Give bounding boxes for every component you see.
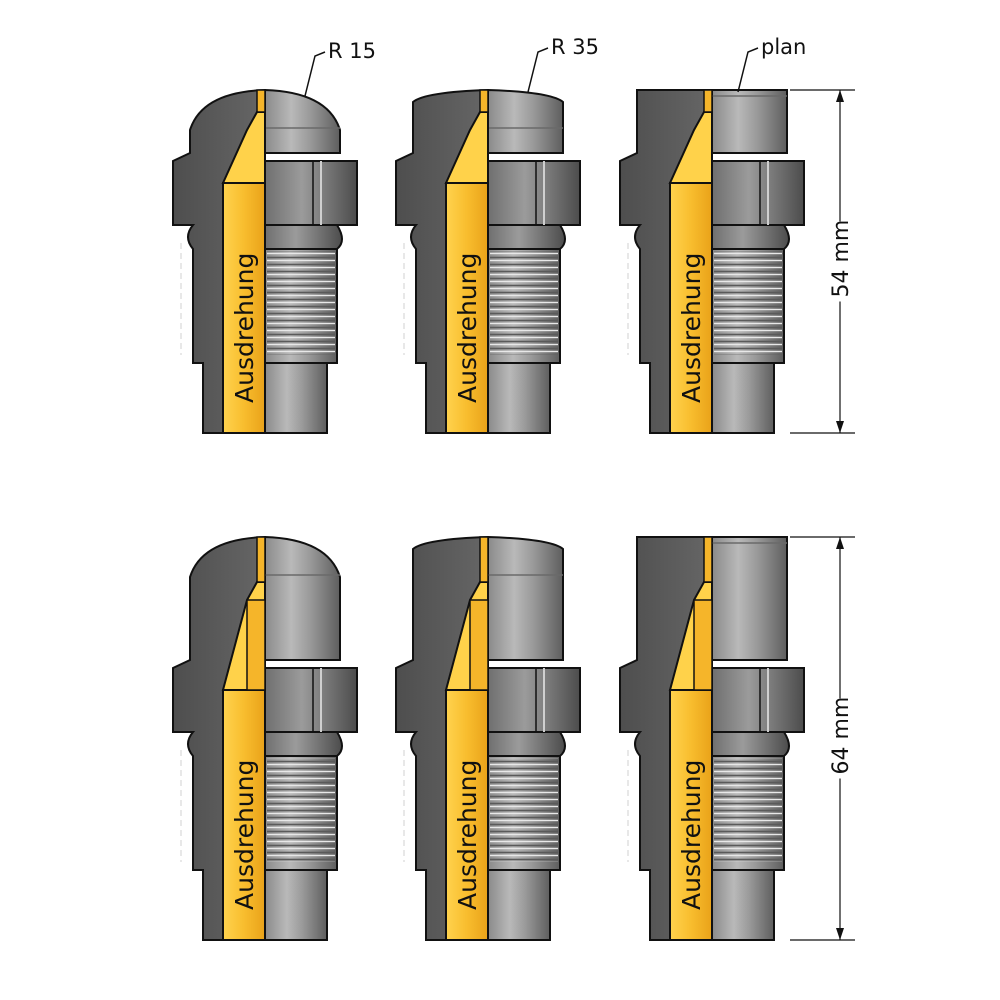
- hex-body: [711, 160, 805, 226]
- label-bg: [828, 221, 852, 302]
- callout-flat: plan: [737, 35, 806, 93]
- exterior-view: [487, 535, 581, 941]
- label-bg: [828, 698, 852, 779]
- hex-body: [487, 160, 581, 226]
- hex-body: [264, 160, 358, 226]
- bore-pilot: [703, 536, 713, 583]
- tail-cylinder: [264, 362, 328, 434]
- leader-line: [737, 47, 759, 93]
- neck-groove: [264, 731, 343, 757]
- leader-line: [304, 51, 326, 97]
- hex-body: [711, 667, 805, 733]
- fitting-short-flat: Ausdrehung plan: [619, 35, 806, 434]
- bore-section: Ausdrehung: [444, 89, 489, 434]
- head-body: [711, 89, 788, 154]
- neck-groove: [487, 731, 566, 757]
- fitting-short-r15: Ausdrehung R 15: [172, 39, 376, 434]
- hex-body: [264, 667, 358, 733]
- bore-section: Ausdrehung: [668, 536, 713, 941]
- arrow-top: [836, 90, 844, 102]
- bore-pilot: [256, 89, 266, 113]
- tail-cylinder: [487, 362, 551, 434]
- callout-label: R 35: [551, 35, 599, 59]
- bore-counterbore: [669, 689, 713, 941]
- fitting-long-r15: Ausdrehung: [172, 535, 358, 941]
- bore-label: Ausdrehung: [453, 253, 482, 403]
- bore-step: [469, 599, 489, 691]
- thread-grooves: [267, 251, 335, 355]
- fitting-short-r35: Ausdrehung R 35: [395, 35, 599, 434]
- bore-pilot: [703, 89, 713, 113]
- bore-counterbore: [222, 689, 266, 941]
- fitting-long-r35: Ausdrehung: [395, 535, 581, 941]
- head-body: [264, 88, 341, 154]
- arrow-bottom: [836, 928, 844, 940]
- bore-counterbore: [445, 689, 489, 941]
- exterior-view: [711, 89, 805, 434]
- bore-pilot: [256, 536, 266, 583]
- bore-section: Ausdrehung: [444, 536, 489, 941]
- leader-line: [527, 47, 549, 93]
- dimension-54: 54 mm: [790, 89, 855, 434]
- callout-r15: R 15: [304, 39, 376, 97]
- bore-step: [246, 599, 266, 691]
- thread-grooves: [714, 251, 782, 355]
- neck-groove: [711, 731, 790, 757]
- head-body: [487, 535, 564, 661]
- bore-step: [693, 599, 713, 691]
- head-body: [711, 536, 788, 661]
- exterior-view: [264, 88, 358, 434]
- tail-cylinder: [487, 869, 551, 941]
- arrow-bottom: [836, 421, 844, 433]
- callout-r35: R 35: [527, 35, 599, 93]
- bore-label: Ausdrehung: [230, 253, 259, 403]
- bore-label: Ausdrehung: [677, 253, 706, 403]
- bore-counterbore: [669, 182, 713, 434]
- bore-pilot: [479, 536, 489, 583]
- callout-label: R 15: [328, 39, 376, 63]
- exterior-view: [711, 536, 805, 941]
- neck-groove: [487, 224, 566, 250]
- callout-label: plan: [761, 35, 806, 59]
- neck-groove: [711, 224, 790, 250]
- tail-cylinder: [264, 869, 328, 941]
- bore-pilot: [479, 89, 489, 113]
- bore-section: Ausdrehung: [221, 89, 266, 434]
- dim-label: 64 mm: [829, 697, 854, 775]
- bore-label: Ausdrehung: [677, 760, 706, 910]
- tail-cylinder: [711, 869, 775, 941]
- bore-counterbore: [222, 182, 266, 434]
- exterior-view: [487, 88, 581, 434]
- fittings-layer: Ausdrehung R 15 Ausdrehung R 35 Ausdrehung pl…: [172, 35, 806, 941]
- exterior-view: [264, 535, 358, 941]
- thread-grooves: [490, 251, 558, 355]
- bore-label: Ausdrehung: [453, 760, 482, 910]
- head-body: [487, 88, 564, 154]
- neck-groove: [264, 224, 343, 250]
- arrow-top: [836, 537, 844, 549]
- thread-grooves: [714, 758, 782, 862]
- thread-grooves: [267, 758, 335, 862]
- dimensions-layer: 54 mm 64 mm: [790, 89, 855, 941]
- thread-grooves: [490, 758, 558, 862]
- tail-cylinder: [711, 362, 775, 434]
- hex-body: [487, 667, 581, 733]
- bore-label: Ausdrehung: [230, 760, 259, 910]
- fitting-long-flat: Ausdrehung: [619, 536, 805, 941]
- bore-section: Ausdrehung: [221, 536, 266, 941]
- head-body: [264, 535, 341, 661]
- dim-label: 54 mm: [829, 220, 854, 298]
- bore-section: Ausdrehung: [668, 89, 713, 434]
- dimension-64: 64 mm: [790, 536, 855, 941]
